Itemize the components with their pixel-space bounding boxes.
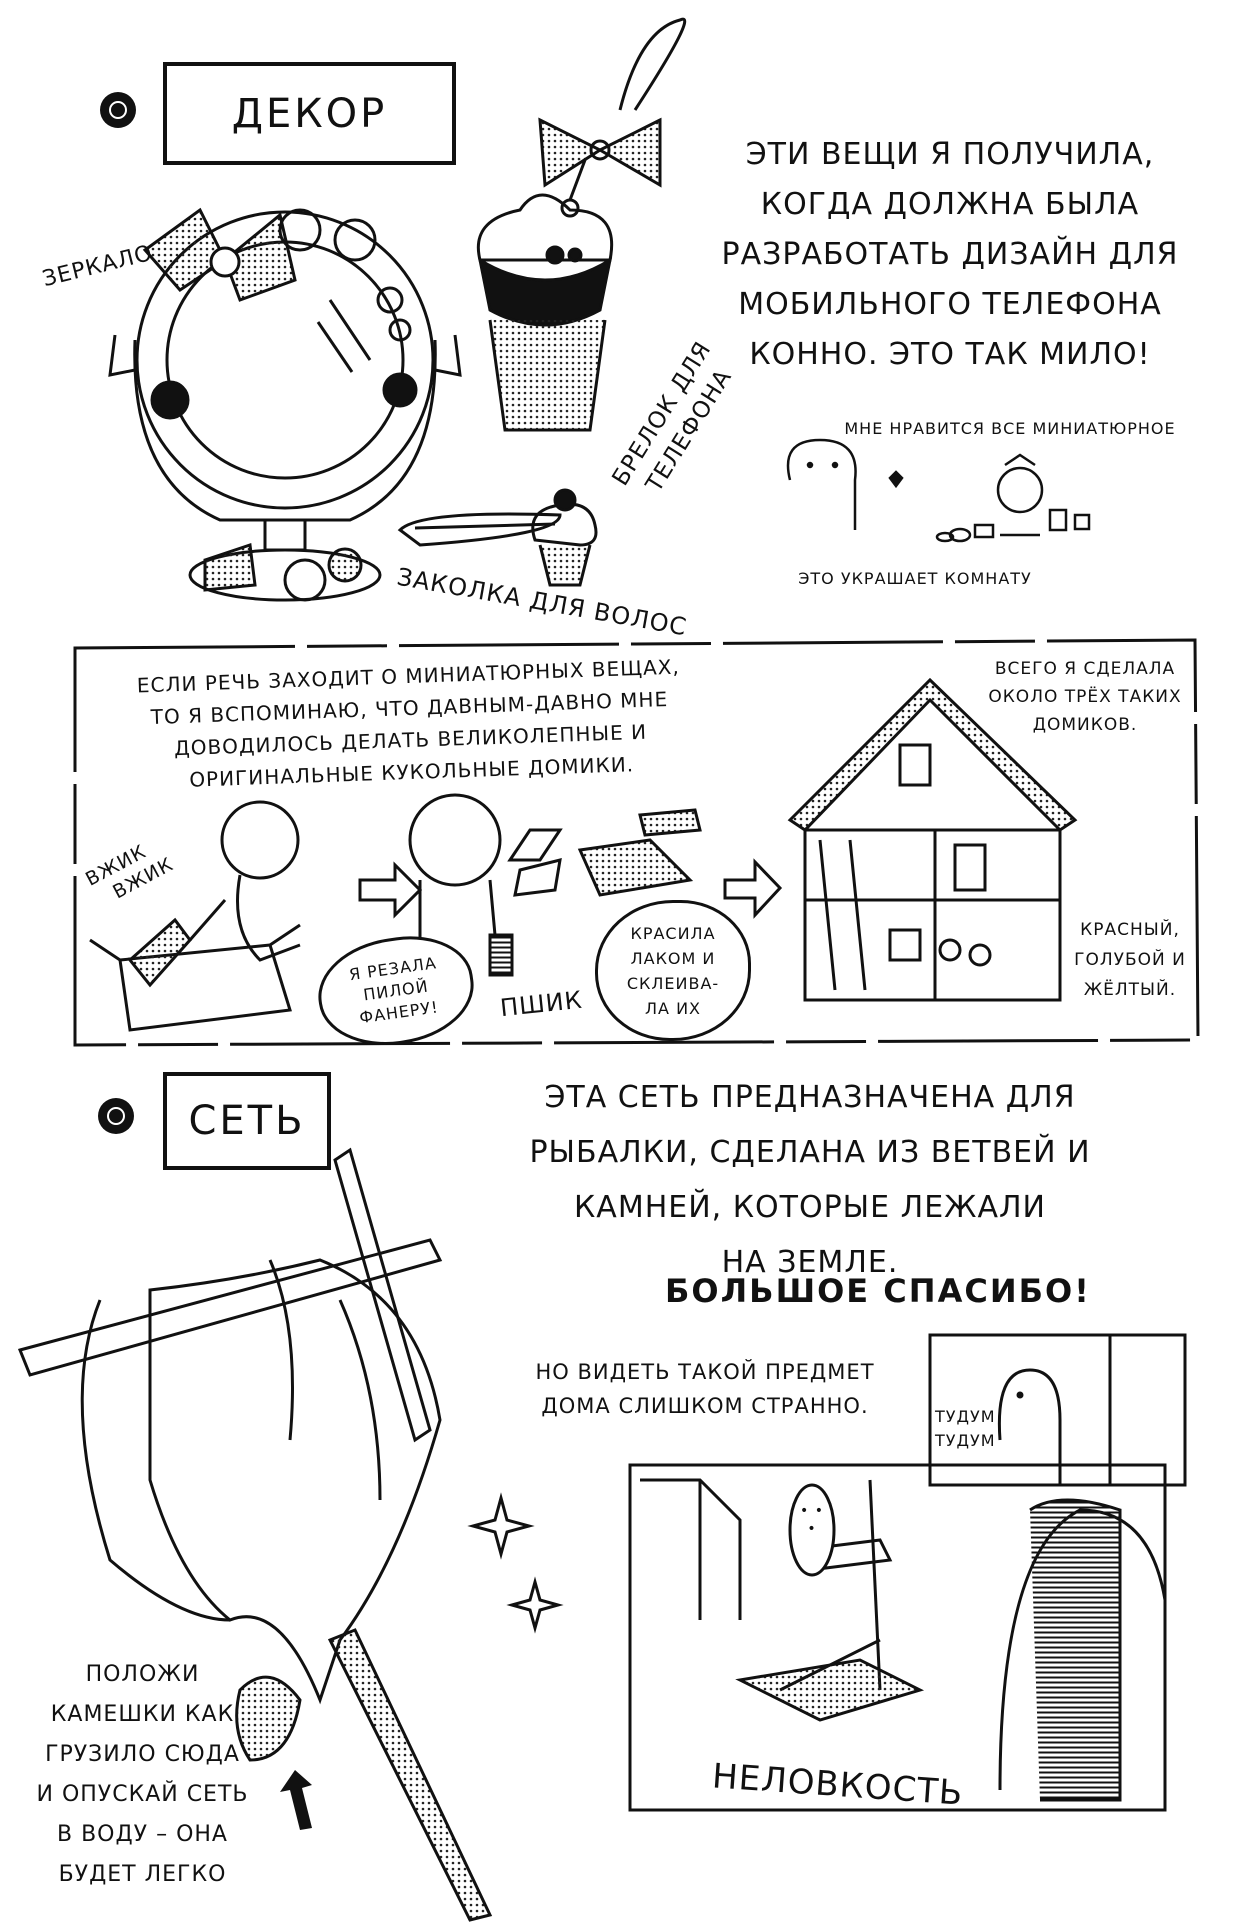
bubble-paint-line: СКЛЕИВА-: [626, 973, 720, 993]
instruction-line: И ОПУСКАЙ СЕТЬ: [36, 1782, 249, 1807]
peek-panel: [928, 1333, 1187, 1487]
instruction-line: В ВОДУ – ОНА: [57, 1822, 228, 1847]
bubble-paint-line: ЛА ИХ: [645, 998, 701, 1018]
likes-minis-caption: МНЕ НРАВИТСЯ ВСЕ МИНИАТЮРНОЕ: [844, 419, 1176, 438]
count-line: ВСЕГО Я СДЕЛАЛА: [994, 659, 1176, 679]
phone-charm-illustration: [476, 17, 687, 432]
net-instruction: ПОЛОЖИ КАМЕШКИ КАК ГРУЗИЛО СЮДА И ОПУСКА…: [10, 1655, 275, 1895]
net-bullet-icon: [98, 1098, 134, 1134]
thanks-text: БОЛЬШОЕ СПАСИБО!: [665, 1272, 1091, 1310]
sawing-figure-illustration: [89, 800, 301, 1032]
instruction-line: БУДЕТ ЛЕГКО: [58, 1862, 227, 1887]
decorates-room-caption: ЭТО УКРАШАЕТ КОМНАТУ: [798, 569, 1032, 588]
fishing-net-illustration: [17, 1147, 564, 1922]
intro-line: МОБИЛЬНОГО ТЕЛЕФОНА: [738, 287, 1162, 322]
colors-line: КРАСНЫЙ,: [1080, 920, 1180, 940]
strange-line: ДОМА СЛИШКОМ СТРАННО.: [541, 1394, 869, 1418]
intro-line: ЭТИ ВЕЩИ Я ПОЛУЧИЛА,: [745, 137, 1155, 172]
dollhouse-memory-text: ЕСЛИ РЕЧЬ ЗАХОДИТ О МИНИАТЮРНЫХ ВЕЩАХ, Т…: [108, 650, 712, 799]
decor-intro-text: ЭТИ ВЕЩИ Я ПОЛУЧИЛА, КОГДА ДОЛЖНА БЫЛА Р…: [700, 130, 1200, 380]
hairclip-illustration: [397, 488, 598, 587]
awkward-room-panel: [628, 1463, 1167, 1812]
net-heading-text: СЕТЬ: [188, 1098, 306, 1144]
dollhouse-illustration: [787, 677, 1078, 1002]
mirror-illustration: [108, 207, 462, 602]
net-desc-line: РЫБАЛКИ, СДЕЛАНА ИЗ ВЕТВЕЙ И: [529, 1135, 1091, 1170]
intro-line: РАЗРАБОТАТЬ ДИЗАЙН ДЛЯ: [721, 237, 1179, 272]
colors-line: ЖЁЛТЫЙ.: [1083, 980, 1177, 1000]
instruction-line: КАМЕШКИ КАК: [50, 1702, 235, 1727]
count-line: ДОМИКОВ.: [1032, 715, 1138, 735]
instruction-line: ГРУЗИЛО СЮДА: [45, 1742, 240, 1767]
arrow-up: [280, 1770, 312, 1830]
net-desc-line: ЭТА СЕТЬ ПРЕДНАЗНАЧЕНА ДЛЯ: [544, 1080, 1076, 1115]
strange-line: НО ВИДЕТЬ ТАКОЙ ПРЕДМЕТ: [535, 1360, 875, 1384]
sfx-tudum-line: ТУДУМ: [935, 1407, 996, 1426]
decor-heading: ДЕКОР: [163, 62, 456, 165]
ellipsis-bubble: • • •: [800, 1503, 824, 1537]
net-heading: СЕТЬ: [163, 1072, 331, 1170]
arrow-step-2: [723, 858, 783, 919]
intro-line: КОННО. ЭТО ТАК МИЛО!: [749, 337, 1151, 372]
bubble-paint: КРАСИЛА ЛАКОМ И СКЛЕИВА- ЛА ИХ: [595, 900, 751, 1041]
net-description: ЭТА СЕТЬ ПРЕДНАЗНАЧЕНА ДЛЯ РЫБАЛКИ, СДЕЛ…: [500, 1070, 1120, 1290]
sfx-tudum: ТУДУМ ТУДУМ: [935, 1405, 996, 1453]
bubble-paint-line: ЛАКОМ И: [630, 948, 716, 968]
arrow-step-1: [358, 861, 423, 919]
count-line: ОКОЛО ТРЁХ ТАКИХ: [988, 687, 1182, 707]
colors-line: ГОЛУБОЙ И: [1074, 950, 1186, 970]
spray-figure-illustration: [408, 793, 702, 977]
intro-line: КОГДА ДОЛЖНА БЫЛА: [760, 187, 1140, 222]
instruction-line: ПОЛОЖИ: [85, 1662, 200, 1687]
dollhouse-colors-text: КРАСНЫЙ, ГОЛУБОЙ И ЖЁЛТЫЙ.: [1065, 915, 1195, 1005]
decor-heading-text: ДЕКОР: [231, 90, 388, 137]
dollhouse-panel-border: [73, 638, 1200, 1047]
dollhouse-count-text: ВСЕГО Я СДЕЛАЛА ОКОЛО ТРЁХ ТАКИХ ДОМИКОВ…: [985, 655, 1185, 739]
decor-bullet-icon: [100, 92, 136, 128]
minis-love-illustration: [786, 438, 1091, 543]
strange-text: НО ВИДЕТЬ ТАКОЙ ПРЕДМЕТ ДОМА СЛИШКОМ СТР…: [495, 1355, 915, 1423]
net-desc-line: НА ЗЕМЛЕ.: [721, 1245, 899, 1280]
bubble-paint-line: КРАСИЛА: [630, 923, 716, 943]
net-desc-line: КАМНЕЙ, КОТОРЫЕ ЛЕЖАЛИ: [574, 1190, 1046, 1225]
sfx-tudum-line: ТУДУМ: [935, 1431, 996, 1450]
